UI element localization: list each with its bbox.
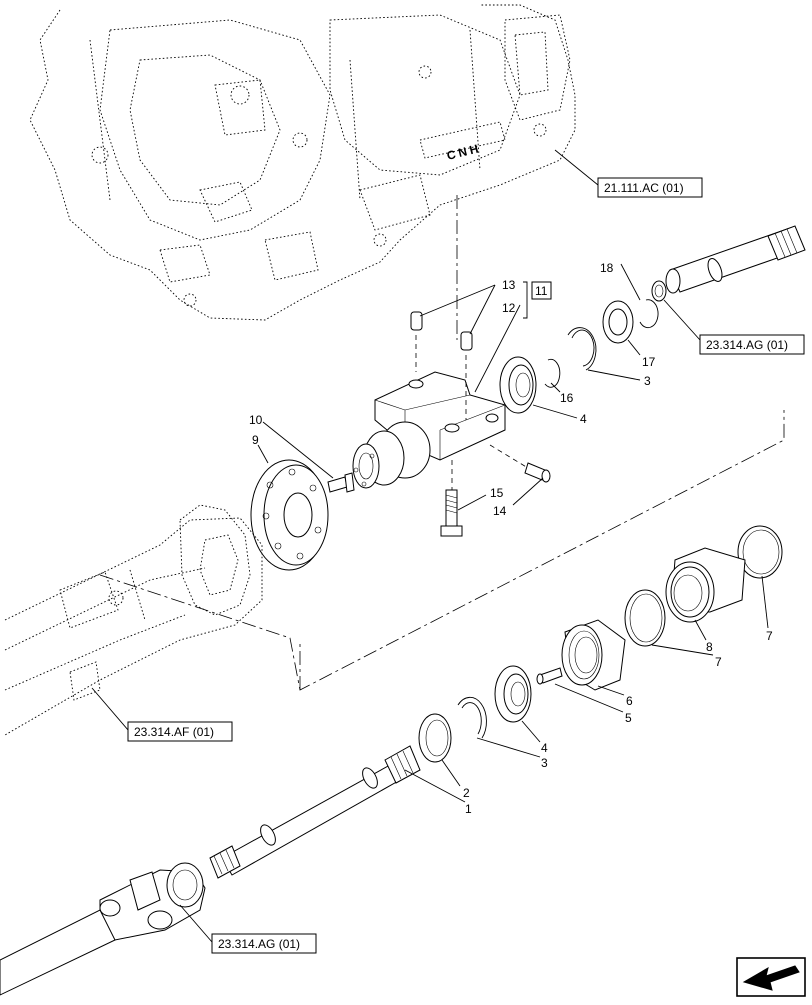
seal-17 <box>602 300 634 344</box>
grease-nipple-14 <box>489 444 551 483</box>
ref-box-23-314-ag-upper[interactable] <box>699 334 805 355</box>
callout-4-upper: 4 <box>580 412 587 426</box>
callout-5: 5 <box>625 711 632 725</box>
seal-7-left <box>624 589 666 647</box>
ref-box-23-314-af[interactable] <box>127 721 233 742</box>
snap-ring-18 <box>639 299 659 329</box>
callout-6: 6 <box>626 694 633 708</box>
callout-10: 10 <box>249 413 263 427</box>
callout-14: 14 <box>493 504 507 518</box>
ref-box-23-314-ag-lower[interactable] <box>211 933 317 954</box>
callout-15: 15 <box>490 486 504 500</box>
callout-16: 16 <box>560 391 574 405</box>
leader-lines <box>257 263 769 803</box>
callout-3-upper: 3 <box>644 374 651 388</box>
seal-2 <box>418 713 452 763</box>
callout-1: 1 <box>465 802 472 816</box>
back-arrow-icon[interactable] <box>736 957 806 997</box>
housing-6 <box>561 619 626 691</box>
callout-2: 2 <box>463 786 470 800</box>
casting-marking: CNH <box>445 141 482 163</box>
circlip-3-lower <box>457 696 487 739</box>
ref-label-23-314-ag-upper: 23.314.AG (01) <box>706 338 788 352</box>
ref-label-23-314-ag-lower: 23.314.AG (01) <box>218 937 300 951</box>
ref-label-23-314-af: 23.314.AF (01) <box>134 725 214 739</box>
seal-7-right <box>737 525 783 579</box>
callout-7-left: 7 <box>715 655 722 669</box>
grease-nipple-5 <box>536 667 563 685</box>
dowel-pin-12 <box>460 331 473 420</box>
callout-12: 12 <box>502 301 516 315</box>
flange-9 <box>250 459 329 571</box>
callout-18: 18 <box>600 261 614 275</box>
callout-3-lower: 3 <box>541 756 548 770</box>
snap-ring-16 <box>544 358 561 388</box>
callout-11: 11 <box>535 284 548 298</box>
support-bracket <box>352 371 506 489</box>
bolt-15 <box>440 460 463 537</box>
bearing-4-lower <box>494 665 532 723</box>
transmission-housing <box>29 4 576 321</box>
upper-shaft <box>651 225 806 302</box>
dowel-pin-13 <box>410 311 423 372</box>
sleeve-8 <box>665 547 746 623</box>
callout-9: 9 <box>252 433 259 447</box>
callout-4-lower: 4 <box>541 741 548 755</box>
drive-shaft-1 <box>209 745 421 879</box>
callout-7-right: 7 <box>766 629 773 643</box>
circlip-3-upper <box>567 327 597 371</box>
callout-11-box <box>531 281 552 300</box>
callout-13: 13 <box>502 278 516 292</box>
ref-box-21-111-ac[interactable] <box>597 177 703 198</box>
callout-8: 8 <box>706 640 713 654</box>
u-joint-shaft <box>0 862 206 996</box>
front-axle-housing <box>4 504 263 736</box>
ref-label-21-111-ac: 21.111.AC (01) <box>604 181 684 195</box>
callout-17: 17 <box>642 355 656 369</box>
screw-10 <box>327 472 355 493</box>
bearing-4-upper <box>499 356 537 414</box>
